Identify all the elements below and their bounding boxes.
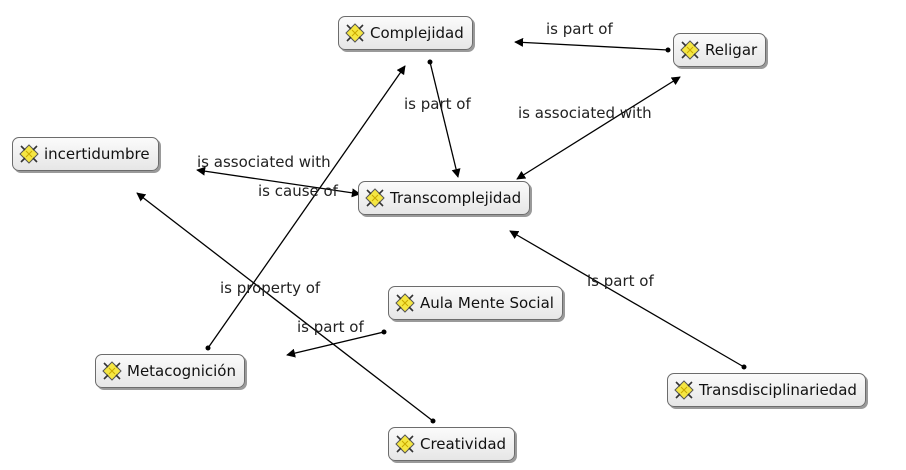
concept-aula-mente-social[interactable]: Aula Mente Social <box>388 286 563 320</box>
concept-label: Creatividad <box>420 435 507 453</box>
concept-label: Metacognición <box>127 362 236 380</box>
concept-label: Transdisciplinariedad <box>699 381 857 399</box>
concept-label: Transcomplejidad <box>390 189 522 207</box>
concept-badge-icon <box>365 188 385 208</box>
label-transcomplejidad-incertidumbre: is associated with <box>197 153 331 171</box>
link-metacognicion-complejidad <box>207 65 406 349</box>
concept-label: Complejidad <box>370 24 464 42</box>
concept-creatividad[interactable]: Creatividad <box>388 427 516 461</box>
concept-label: Aula Mente Social <box>420 294 554 312</box>
concept-badge-icon <box>102 361 122 381</box>
label-transcomplejidad-religar: is associated with <box>518 104 652 122</box>
concept-metacognicion[interactable]: Metacognición <box>95 354 245 388</box>
concept-label: incertidumbre <box>44 145 150 163</box>
concept-badge-icon <box>345 23 365 43</box>
concept-complejidad[interactable]: Complejidad <box>338 16 473 50</box>
concept-badge-icon <box>674 380 694 400</box>
link-incertidumbre-transcomplejidad <box>196 166 361 198</box>
label-incertidumbre-transcomplejidad: is cause of <box>258 182 338 200</box>
link-transdisciplinariedad-transcomplejidad <box>509 230 745 368</box>
concept-religar[interactable]: Religar <box>673 33 767 67</box>
concept-badge-icon <box>395 434 415 454</box>
concept-badge-icon <box>680 40 700 60</box>
concept-label: Religar <box>705 41 758 59</box>
link-transcomplejidad-religar <box>516 76 681 180</box>
label-creatividad-incertidumbre: is property of <box>220 279 321 297</box>
link-creatividad-incertidumbre <box>136 192 434 422</box>
label-transdisciplinariedad-transcomplejidad: is part of <box>587 272 654 290</box>
label-religar-complejidad: is part of <box>546 20 613 38</box>
concept-transcomplejidad[interactable]: Transcomplejidad <box>358 181 531 215</box>
concept-incertidumbre[interactable]: incertidumbre <box>12 137 159 171</box>
label-aula-metacognicion: is part of <box>297 318 364 336</box>
link-aula-metacognicion <box>286 331 385 358</box>
concept-badge-icon <box>395 293 415 313</box>
concept-badge-icon <box>19 144 39 164</box>
label-complejidad-transcomplejidad: is part of <box>404 95 471 113</box>
link-complejidad-transcomplejidad <box>429 61 461 178</box>
concept-transdisciplinariedad[interactable]: Transdisciplinariedad <box>667 373 866 407</box>
link-religar-complejidad <box>514 37 669 51</box>
